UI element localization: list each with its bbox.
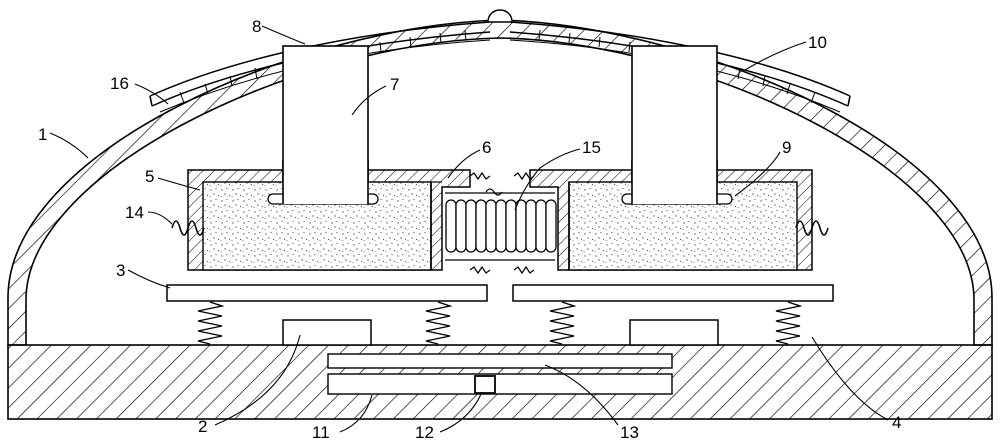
left-block (282, 319, 372, 346)
left-wave-spring (171, 220, 205, 236)
label-3: 3 (116, 261, 125, 280)
label-16: 16 (110, 74, 129, 93)
bellows (445, 171, 557, 275)
label-10: 10 (808, 33, 827, 52)
right-plate (512, 284, 834, 302)
right-box (529, 160, 813, 271)
top-knob (487, 9, 513, 23)
label-7: 7 (390, 75, 399, 94)
label-8: 8 (252, 17, 261, 36)
label-11: 11 (312, 423, 330, 442)
label-5: 5 (145, 167, 154, 186)
housing-dome (7, 19, 993, 346)
label-12: 12 (415, 423, 434, 442)
left-box (187, 160, 471, 271)
label-1: 1 (38, 125, 47, 144)
base-plate (7, 344, 993, 420)
label-15: 15 (582, 138, 601, 157)
leader-lines (49, 25, 889, 433)
label-14: 14 (125, 203, 144, 222)
sensor-block (474, 375, 496, 394)
label-4: 4 (892, 413, 901, 432)
support-springs (197, 301, 803, 345)
left-plate (166, 284, 488, 302)
label-6: 6 (482, 138, 491, 157)
label-13: 13 (620, 423, 639, 442)
right-block (629, 319, 719, 346)
part-labels: 8 10 16 7 1 5 6 15 9 14 3 2 4 11 12 13 (38, 17, 901, 442)
label-9: 9 (782, 138, 791, 157)
label-2: 2 (198, 417, 207, 436)
right-wave-spring (795, 220, 829, 236)
